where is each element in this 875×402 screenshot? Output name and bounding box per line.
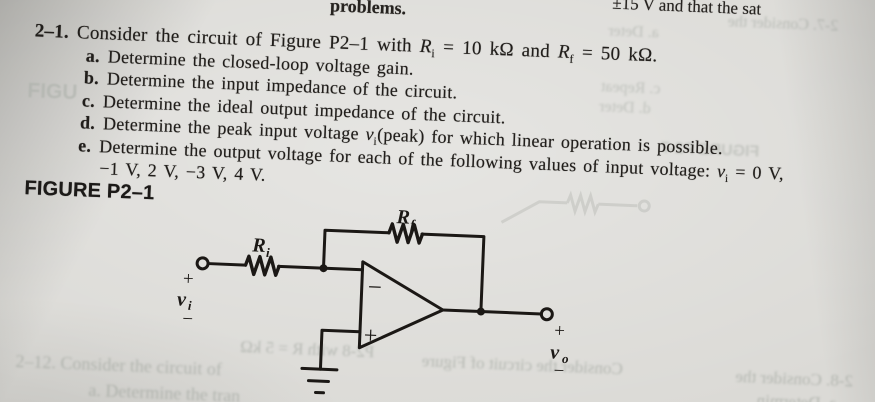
intro-text: = 10 kΩ and bbox=[434, 36, 559, 63]
item-text: = 0 V, bbox=[728, 161, 785, 184]
ghost-circuit-bleedthrough bbox=[500, 190, 651, 224]
input-minus-label: − bbox=[182, 309, 194, 330]
wire-output bbox=[441, 308, 543, 316]
resistor-rf-zigzag bbox=[387, 222, 425, 245]
intro-text: = 50 kΩ. bbox=[573, 42, 658, 67]
input-plus-label: + bbox=[183, 269, 195, 290]
output-minus-label: − bbox=[553, 361, 565, 382]
opamp-inverting-label: − bbox=[367, 274, 382, 302]
bleedthrough-text: d. Deter bbox=[598, 98, 652, 118]
figure-label: FIGURE P2–1 bbox=[24, 177, 155, 205]
ri-label: R bbox=[251, 234, 266, 257]
item-letter: a. bbox=[85, 45, 101, 67]
item-letter: d. bbox=[79, 112, 96, 133]
item-letter: b. bbox=[83, 67, 100, 89]
bleedthrough-text: c. Repeat bbox=[600, 78, 661, 98]
top-clipped-text-right: ±15 V and that the sat bbox=[611, 0, 762, 19]
rf-label-sub: f bbox=[410, 217, 417, 232]
junction-dot-output bbox=[476, 307, 485, 316]
output-plus-label: + bbox=[554, 321, 566, 342]
problem-number: 2–1. bbox=[34, 20, 70, 43]
vi-label: v bbox=[177, 288, 188, 310]
circuit-figure: R i R f − + + v i − + v o − bbox=[177, 206, 570, 395]
input-terminal bbox=[195, 256, 210, 271]
opamp-triangle bbox=[357, 260, 445, 350]
vi-label-sub: i bbox=[188, 298, 193, 313]
rf-label: R bbox=[395, 206, 410, 229]
resistor-ri-zigzag bbox=[243, 254, 281, 277]
vo-label: v bbox=[550, 341, 561, 363]
wire-feedback-right bbox=[420, 232, 486, 314]
ri-label-sub: i bbox=[266, 245, 271, 260]
wire-feedback-left bbox=[321, 228, 391, 270]
bleedthrough-text: a. Deter bbox=[607, 22, 660, 42]
bleedthrough-text: 2-8. Consider the bbox=[735, 366, 854, 391]
output-terminal bbox=[539, 307, 554, 322]
ground-icon bbox=[300, 366, 339, 395]
item-letter: c. bbox=[81, 90, 96, 111]
top-clipped-text-left: problems. bbox=[329, 0, 407, 19]
vo-label-sub: o bbox=[562, 351, 570, 366]
bleedthrough-text: FIGU bbox=[26, 79, 78, 105]
item-letter: e. bbox=[77, 135, 92, 156]
opamp-noninverting-label: + bbox=[363, 323, 378, 350]
wire-input bbox=[206, 262, 248, 267]
junction-dot-input bbox=[319, 264, 328, 273]
wire-noninverting-to-ground bbox=[318, 328, 362, 371]
bleedthrough-text: a. Determin bbox=[756, 390, 838, 402]
